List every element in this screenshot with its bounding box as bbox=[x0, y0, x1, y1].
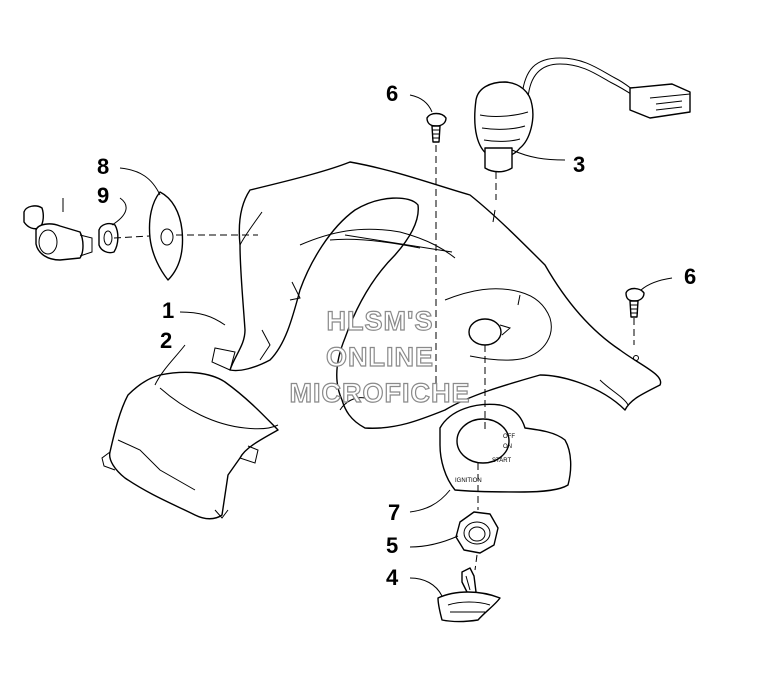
screw-top bbox=[426, 112, 447, 143]
watermark-line-3: MICROFICHE bbox=[290, 378, 471, 408]
callout-4: 4 bbox=[386, 565, 399, 590]
callout-6-top: 6 bbox=[386, 81, 398, 106]
ignition-key bbox=[437, 567, 501, 623]
callout-3: 3 bbox=[573, 152, 585, 177]
ignition-nut bbox=[455, 511, 499, 554]
callout-7: 7 bbox=[388, 500, 400, 525]
callout-8: 8 bbox=[97, 154, 109, 179]
ignition-faceplate: IGNITION START ON OFF bbox=[439, 403, 572, 493]
plate-label-on: ON bbox=[503, 444, 512, 450]
callout-5: 5 bbox=[386, 533, 398, 558]
watermark-line-1: HLSM'S bbox=[327, 306, 434, 336]
watermark: HLSM'S ONLINE MICROFICHE bbox=[289, 305, 471, 408]
lower-panel bbox=[101, 371, 279, 520]
callout-2: 2 bbox=[160, 328, 172, 353]
callout-labels: 1 2 3 4 5 6 6 7 8 9 bbox=[97, 81, 696, 590]
console-housing bbox=[211, 161, 662, 429]
assembly-centerlines bbox=[113, 145, 635, 571]
switch-assembly bbox=[474, 57, 691, 173]
watermark-line-2: ONLINE bbox=[326, 342, 434, 372]
callout-1: 1 bbox=[162, 298, 174, 323]
plate-label-off: OFF bbox=[503, 434, 515, 440]
screw-right bbox=[625, 287, 645, 318]
leader-lines bbox=[62, 94, 673, 597]
callout-6-right: 6 bbox=[684, 264, 696, 289]
callout-9: 9 bbox=[97, 183, 109, 208]
accessory-outlet bbox=[23, 205, 93, 261]
outlet-nut bbox=[98, 222, 119, 254]
outlet-grommet bbox=[148, 191, 184, 281]
plate-label-start: START bbox=[492, 458, 511, 464]
plate-label-ignition: IGNITION bbox=[455, 478, 482, 484]
